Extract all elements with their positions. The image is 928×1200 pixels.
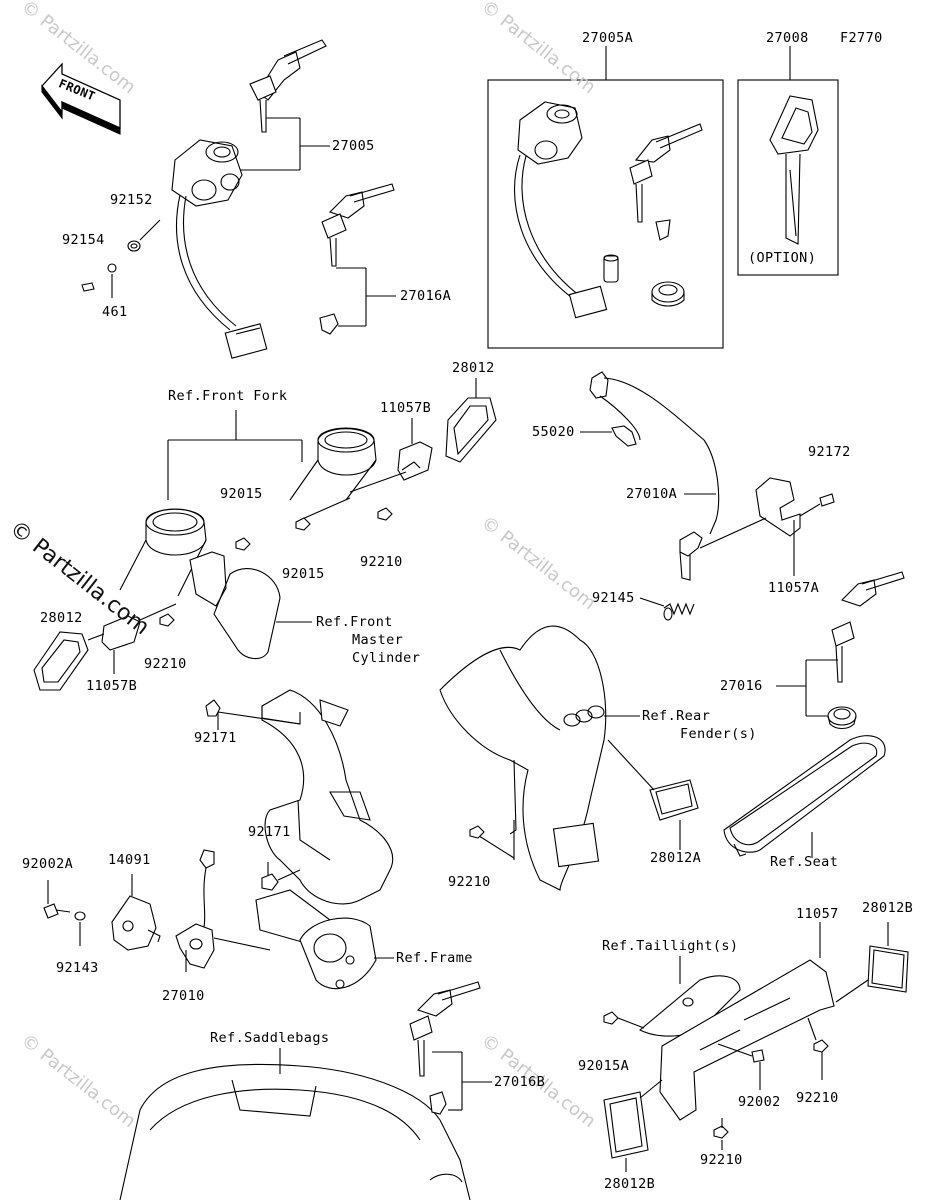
part-label-92015[interactable]: 92015 xyxy=(282,566,325,582)
part-label-11057[interactable]: 11057 xyxy=(796,906,839,922)
nut-92015A-drawing xyxy=(603,1011,619,1025)
part-label-92210[interactable]: 92210 xyxy=(144,656,187,672)
part-label-461[interactable]: 461 xyxy=(102,304,128,320)
reflector-28012B-right-drawing xyxy=(867,945,909,993)
front-fork-drawing xyxy=(119,427,377,597)
washer-461-drawing xyxy=(107,263,117,273)
part-label-92172[interactable]: 92172 xyxy=(808,444,851,460)
part-label-92143[interactable]: 92143 xyxy=(56,960,99,976)
switch-27010-drawing xyxy=(175,849,215,969)
reflector-28012A-drawing xyxy=(649,779,699,821)
ref-frame: Ref.Frame xyxy=(396,950,473,966)
part-label-92210[interactable]: 92210 xyxy=(700,1152,743,1168)
ref-front-master-cylinder: Cylinder xyxy=(352,650,421,666)
part-label-27005[interactable]: 27005 xyxy=(332,138,375,154)
nut-92210-fender-drawing xyxy=(469,825,485,839)
ignition-switch-kit-drawing xyxy=(514,101,703,319)
part-label-27016A[interactable]: 27016A xyxy=(400,288,452,304)
nut-92210-right-drawing xyxy=(813,1039,829,1053)
front-arrow-icon xyxy=(41,62,121,135)
frame-drawing xyxy=(255,689,394,990)
seat-drawing xyxy=(723,735,886,857)
part-label-27010[interactable]: 27010 xyxy=(162,988,205,1004)
part-label-55020[interactable]: 55020 xyxy=(532,424,575,440)
bracket-11057A-drawing xyxy=(755,477,801,537)
key-set-27016-drawing xyxy=(831,571,905,683)
cover-14091-drawing xyxy=(111,895,161,951)
ref-rear-fender: Ref.Rear xyxy=(642,708,711,724)
part-label-28012B[interactable]: 28012B xyxy=(862,900,914,916)
reflector-28012-left-drawing xyxy=(33,631,89,691)
reflector-28012-right-drawing xyxy=(445,397,497,463)
reflector-28012B-bottom-drawing xyxy=(603,1091,649,1159)
part-label-92015A[interactable]: 92015A xyxy=(578,1058,630,1074)
lock-cylinder-27016-drawing xyxy=(827,706,857,730)
part-label-27010A[interactable]: 27010A xyxy=(626,486,678,502)
nut-92210-bottom-drawing xyxy=(713,1125,729,1139)
part-label-92171[interactable]: 92171 xyxy=(194,730,237,746)
part-label-27016B[interactable]: 27016B xyxy=(494,1074,546,1090)
ref-front-master-cylinder: Master xyxy=(352,632,404,648)
part-label-28012B[interactable]: 28012B xyxy=(604,1176,656,1192)
bracket-11057B-left-drawing xyxy=(101,615,141,651)
part-label-28012[interactable]: 28012 xyxy=(452,360,495,376)
ref-taillights: Ref.Taillight(s) xyxy=(602,938,739,954)
diagram-code: F2770 xyxy=(840,30,883,46)
saddlebag-drawing xyxy=(119,1063,471,1200)
part-label-11057A[interactable]: 11057A xyxy=(768,580,820,596)
master-cylinder-drawing xyxy=(189,551,281,660)
part-label-11057B[interactable]: 11057B xyxy=(86,678,138,694)
nut-92210-left-drawing xyxy=(159,613,175,627)
ref-front-master-cylinder: Ref.Front xyxy=(316,614,393,630)
part-label-92152[interactable]: 92152 xyxy=(110,192,153,208)
part-label-92145[interactable]: 92145 xyxy=(592,590,635,606)
bracket-11057B-right-drawing xyxy=(397,441,433,481)
option-label: (OPTION) xyxy=(748,250,817,266)
part-label-92210[interactable]: 92210 xyxy=(448,874,491,890)
taillight-bracket-drawing xyxy=(639,959,835,1121)
ref-rear-fender: Fender(s) xyxy=(680,726,757,742)
key-set-27016A-drawing xyxy=(319,183,395,335)
part-label-28012[interactable]: 28012 xyxy=(40,610,83,626)
part-label-14091[interactable]: 14091 xyxy=(108,852,151,868)
part-label-27016[interactable]: 27016 xyxy=(720,678,763,694)
bolt-92002A-drawing xyxy=(43,903,71,919)
ignition-switch-drawing xyxy=(171,139,268,359)
ref-seat: Ref.Seat xyxy=(770,854,839,870)
part-label-11057B[interactable]: 11057B xyxy=(380,400,432,416)
nut-92015-drawing xyxy=(295,517,311,531)
key-set-27016B-drawing xyxy=(409,981,481,1115)
ref-front-fork: Ref.Front Fork xyxy=(168,388,288,404)
option-key-27008-drawing xyxy=(769,95,819,245)
key-set-27005-drawing xyxy=(249,39,327,133)
part-label-28012A[interactable]: 28012A xyxy=(650,850,702,866)
rear-fender-drawing xyxy=(439,625,607,891)
part-label-92002A[interactable]: 92002A xyxy=(22,856,74,872)
ref-saddlebags: Ref.Saddlebags xyxy=(210,1030,330,1046)
nut-92210-drawing xyxy=(377,507,393,521)
part-label-92171[interactable]: 92171 xyxy=(248,824,291,840)
part-label-92154[interactable]: 92154 xyxy=(62,232,105,248)
part-label-92210[interactable]: 92210 xyxy=(796,1090,839,1106)
switch-27010A-drawing xyxy=(589,371,720,581)
spring-92145-drawing xyxy=(663,602,695,621)
part-label-92015[interactable]: 92015 xyxy=(220,486,263,502)
clip-92171-mid-drawing xyxy=(261,873,279,891)
bolt-92154-drawing xyxy=(81,282,95,292)
nut-92015-left-drawing xyxy=(235,537,251,551)
part-label-27008[interactable]: 27008 xyxy=(766,30,809,46)
bolt-92002-drawing xyxy=(751,1049,765,1063)
bolt-92152-drawing xyxy=(127,240,141,252)
part-label-92210[interactable]: 92210 xyxy=(360,554,403,570)
part-label-92002[interactable]: 92002 xyxy=(738,1094,781,1110)
part-label-27005A[interactable]: 27005A xyxy=(582,30,634,46)
washer-92143-drawing xyxy=(74,911,86,921)
kit-box-27008 xyxy=(737,79,839,276)
